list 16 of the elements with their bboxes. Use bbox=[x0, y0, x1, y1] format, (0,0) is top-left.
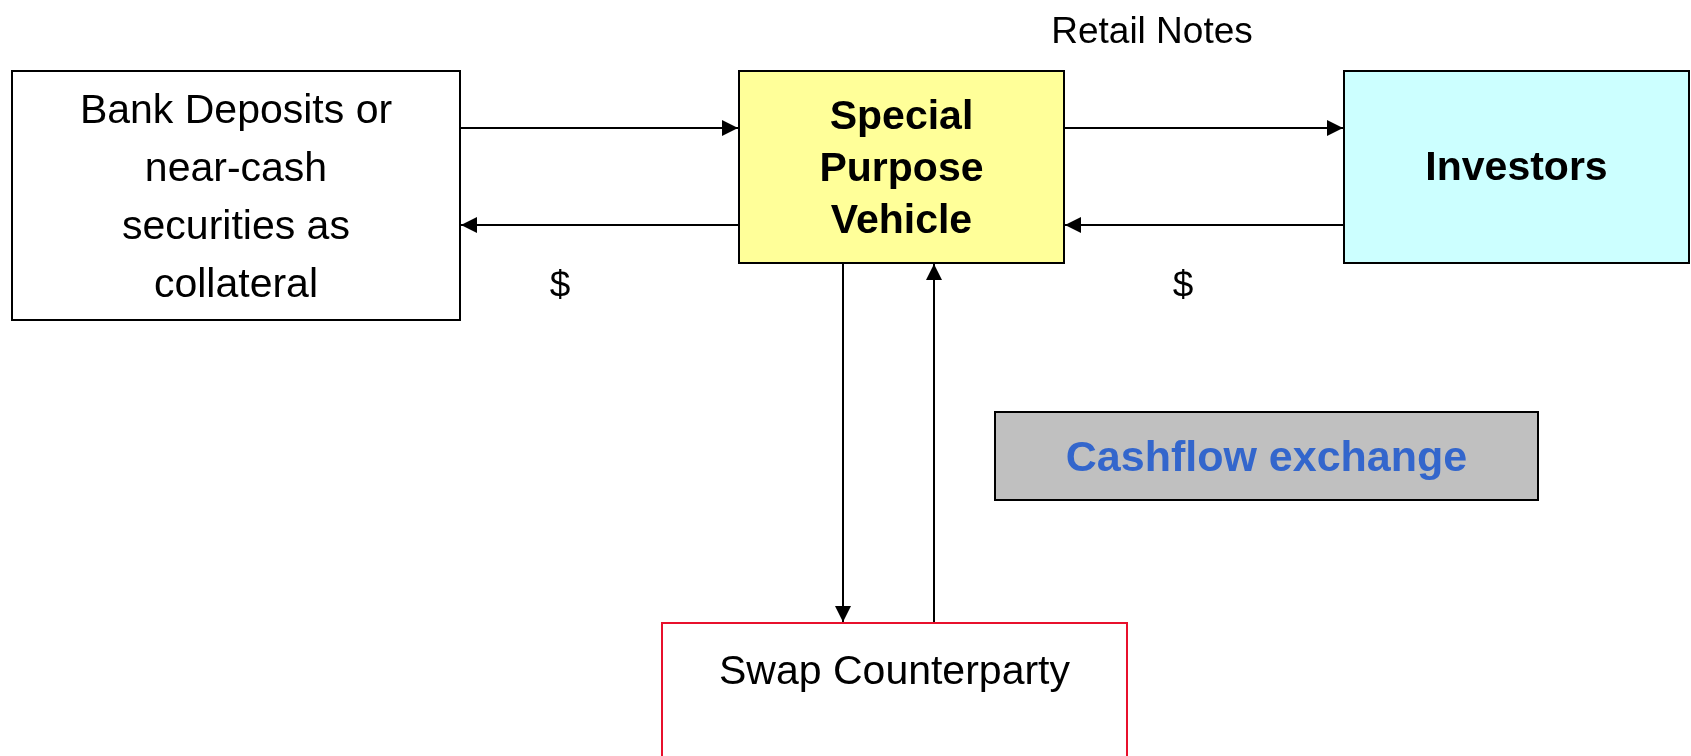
investors-box bbox=[1343, 70, 1690, 264]
arrow bbox=[835, 263, 851, 623]
node-text: Investors bbox=[1425, 142, 1608, 192]
node-text: Swap Counterparty bbox=[719, 646, 1070, 695]
arrow bbox=[460, 120, 739, 136]
node-text: Bank Deposits or near-cash securities as collateral bbox=[78, 84, 394, 308]
arrow bbox=[1064, 217, 1344, 233]
node-text: Cashflow exchange bbox=[1065, 430, 1468, 482]
node-text: Special Purpose Vehicle bbox=[818, 91, 985, 244]
arrow bbox=[460, 217, 739, 233]
process-box bbox=[11, 70, 461, 321]
vehicle-box bbox=[738, 70, 1065, 264]
arrow bbox=[1064, 120, 1344, 136]
counterparty-box bbox=[661, 622, 1128, 756]
note-box bbox=[994, 411, 1539, 501]
arrow bbox=[926, 263, 942, 623]
